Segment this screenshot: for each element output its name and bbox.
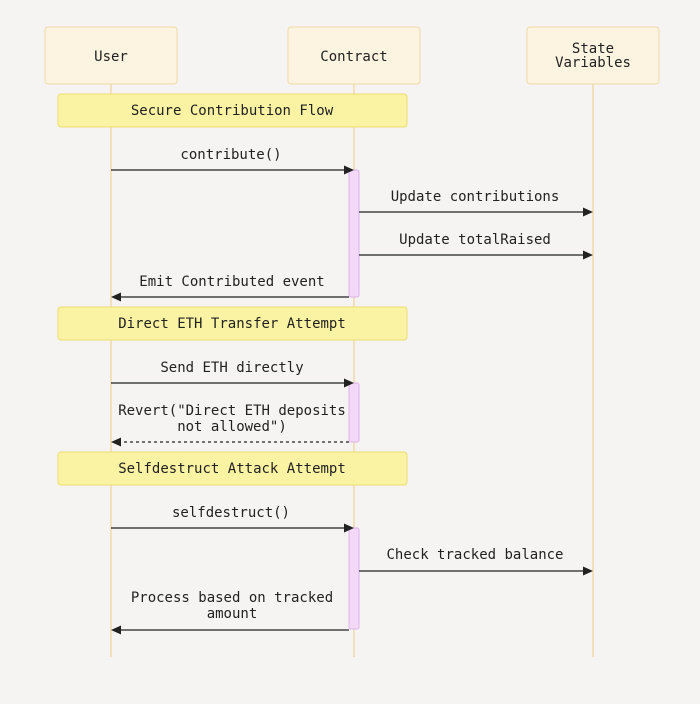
message-label: Update contributions — [391, 189, 560, 205]
message-check-tracked-balance: Check tracked balance — [359, 547, 593, 576]
participant-box — [287, 26, 421, 85]
note-label: Direct ETH Transfer Attempt — [118, 316, 346, 332]
activation-bar — [348, 169, 360, 298]
message-label: Check tracked balance — [386, 547, 563, 563]
note-selfdestruct-attack: Selfdestruct Attack Attempt — [57, 451, 408, 486]
message-label: Send ETH directly — [160, 360, 303, 376]
arrowhead — [111, 292, 121, 302]
participant-label-line-1: State — [572, 41, 614, 57]
participant-state-variables: State Variables — [526, 26, 660, 85]
arrowhead — [111, 437, 121, 447]
participant-user: User — [44, 26, 178, 85]
participant-box — [44, 26, 178, 85]
message-revert: Revert("Direct ETH deposits not allowed"… — [111, 403, 349, 447]
participant-box — [526, 26, 660, 85]
arrowhead — [344, 165, 354, 175]
note-label: Selfdestruct Attack Attempt — [118, 461, 346, 477]
note-label: Secure Contribution Flow — [131, 103, 334, 119]
message-label: contribute() — [180, 147, 281, 163]
arrowhead — [111, 625, 121, 635]
arrowhead — [583, 566, 593, 576]
note-box — [57, 93, 408, 128]
arrowhead — [583, 207, 593, 217]
message-update-total-raised: Update totalRaised — [359, 232, 593, 260]
message-process-tracked-amount: Process based on tracked amount — [111, 590, 349, 635]
message-update-contributions: Update contributions — [359, 189, 593, 217]
note-box — [57, 451, 408, 486]
participant-label: User — [94, 49, 128, 65]
message-contribute: contribute() — [111, 147, 354, 175]
arrowhead — [344, 378, 354, 388]
message-send-eth-directly: Send ETH directly — [111, 360, 354, 388]
message-label-line-1: Revert("Direct ETH deposits — [118, 403, 346, 419]
message-label-line-1: Process based on tracked — [131, 590, 333, 606]
message-label: selfdestruct() — [172, 505, 290, 521]
message-label: Emit Contributed event — [139, 274, 324, 290]
participant-label: Contract — [320, 49, 387, 65]
participant-label-line-2: Variables — [555, 55, 631, 71]
note-secure-contribution-flow: Secure Contribution Flow — [57, 93, 408, 128]
message-emit-contributed: Emit Contributed event — [111, 274, 349, 302]
note-box — [57, 306, 408, 341]
activation-bar — [348, 527, 360, 630]
activations — [348, 169, 360, 630]
note-direct-eth-transfer: Direct ETH Transfer Attempt — [57, 306, 408, 341]
arrowhead — [344, 523, 354, 533]
message-selfdestruct: selfdestruct() — [111, 505, 354, 533]
message-label-line-2: not allowed") — [177, 419, 287, 435]
arrowhead — [583, 250, 593, 260]
activation-bar — [348, 382, 360, 443]
message-label: Update totalRaised — [399, 232, 551, 248]
participant-contract: Contract — [287, 26, 421, 85]
message-label-line-2: amount — [207, 606, 258, 622]
